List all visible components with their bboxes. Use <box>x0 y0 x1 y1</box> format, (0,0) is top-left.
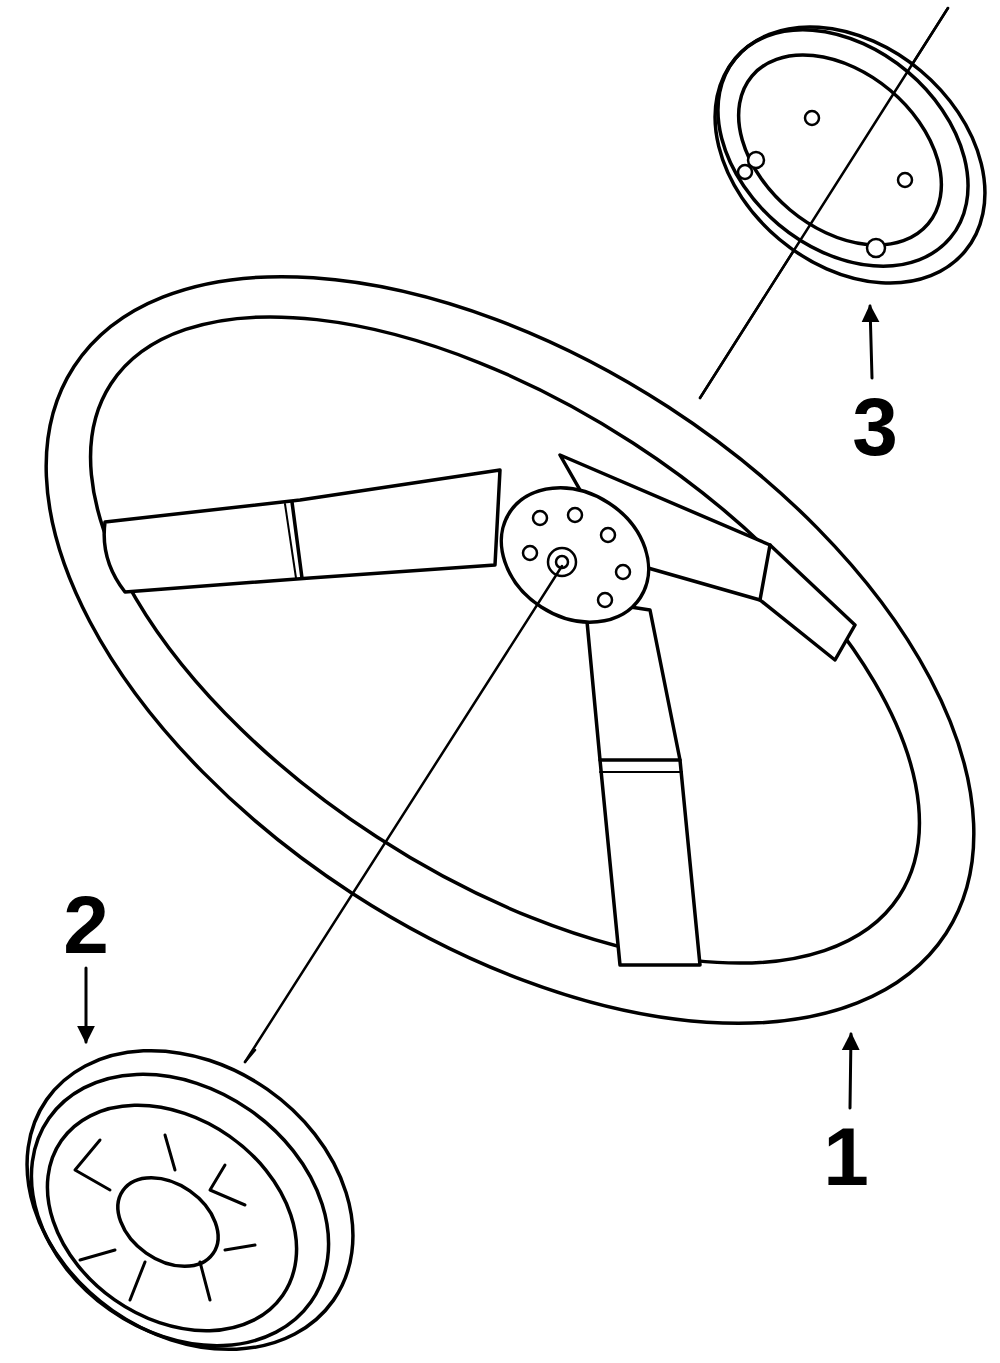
steering-wheel-ring <box>664 0 1000 398</box>
horn-pad <box>0 989 411 1363</box>
callout-number-box: 2 <box>63 884 109 966</box>
callout-number-box: 1 <box>823 1116 869 1198</box>
callout-number: 1 <box>823 1116 869 1198</box>
steering-wheel <box>0 124 1000 1177</box>
leader-line <box>245 566 562 1062</box>
callout-arrow <box>85 968 88 1042</box>
callout-number: 3 <box>852 386 898 468</box>
callout-arrow <box>850 1034 851 1108</box>
callout-number-box: 3 <box>852 386 898 468</box>
callout-number: 2 <box>63 884 109 966</box>
callout-arrow <box>870 306 872 378</box>
